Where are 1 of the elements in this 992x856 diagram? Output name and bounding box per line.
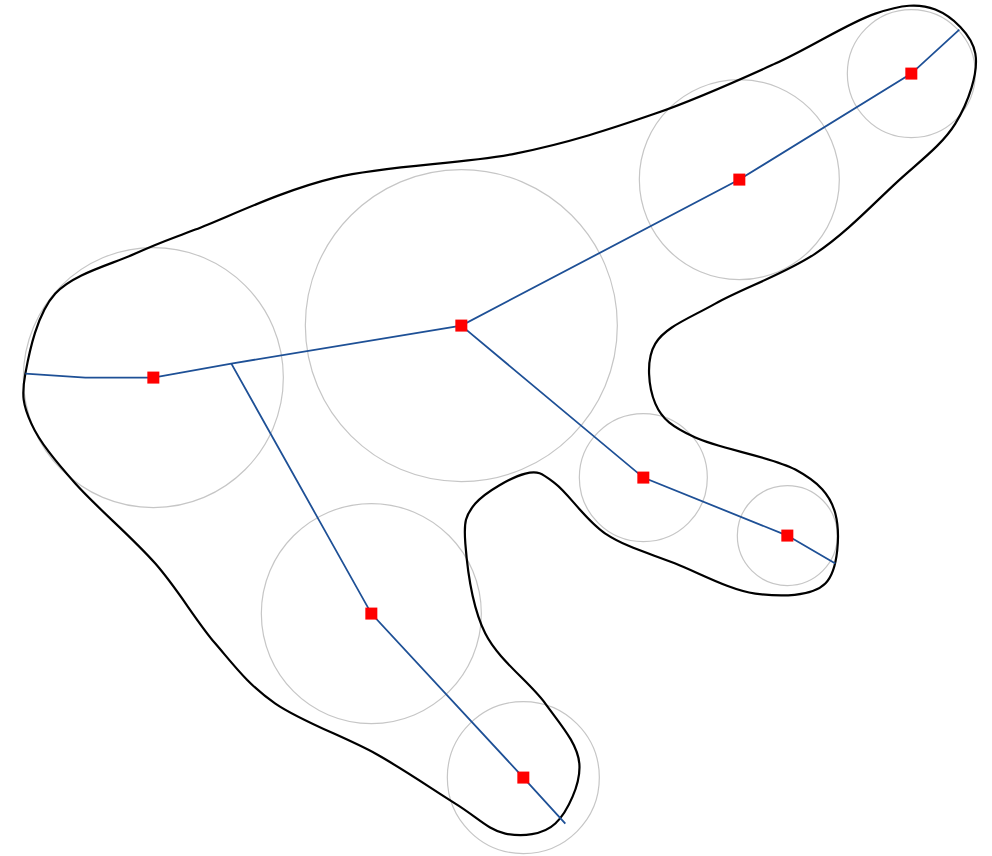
medial-axis-drawing [22,4,978,855]
